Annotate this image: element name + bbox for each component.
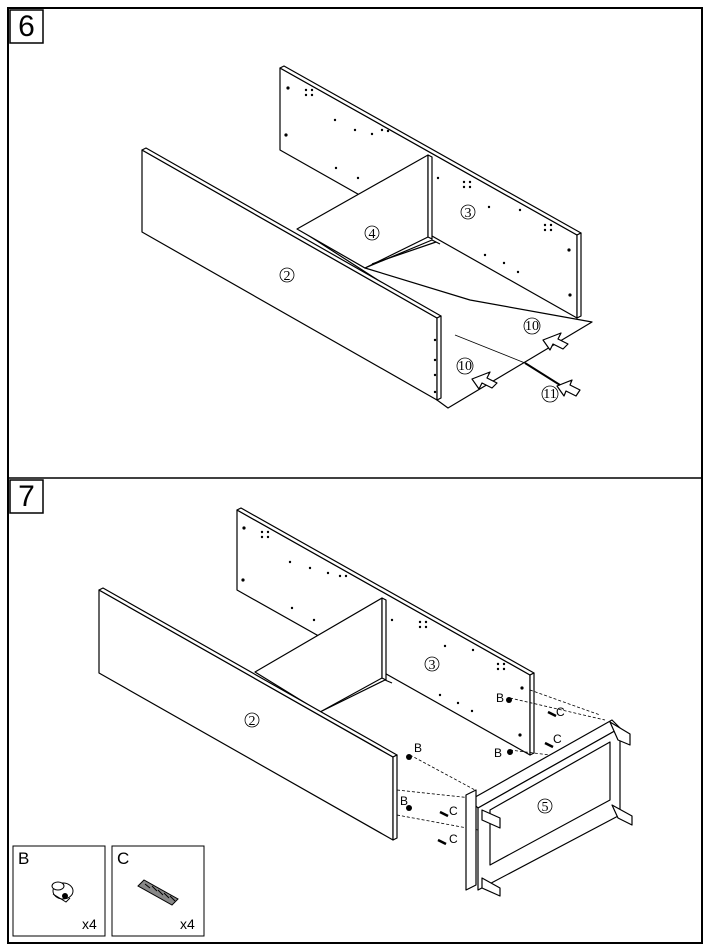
step-6-box [9,9,44,44]
arrow-10a [471,371,498,390]
label-c-1: C [556,705,565,719]
hardware-c-quantity: x4 [180,916,195,932]
label-c-4: C [449,832,458,846]
label-part-3: 3 [465,206,472,221]
step-7-labels: 2 3 5 B B B B C C C C [249,658,566,846]
step-6-number: 6 [18,10,35,43]
label-b-4: B [400,794,408,808]
arrow-11 [556,379,581,397]
hardware-b-letter: B [18,849,30,868]
step-7-box [9,479,44,514]
step-6-illustration [141,65,593,409]
label-b-1: B [496,691,504,705]
hardware-box-b [12,845,106,937]
hardware-c-letter: C [117,849,130,868]
cam-lock-icon [51,881,74,903]
label-c-2: C [553,732,562,746]
step-6-labels: 2 3 4 10 10 11 [284,206,557,402]
hardware-box-c [111,845,205,937]
hardware-b-quantity: x4 [82,916,97,932]
label-part-11: 11 [543,387,556,402]
label-c-3: C [449,804,458,818]
step-7-illustration [98,507,633,897]
label-part-10a: 10 [458,359,472,374]
label-part-2: 2 [249,714,256,729]
label-part-10b: 10 [525,319,539,334]
sheet-border [7,7,703,944]
wooden-dowel-icon [137,879,179,906]
label-part-5: 5 [542,800,549,815]
label-b-2: B [494,746,502,760]
label-b-3: B [414,741,422,755]
step-7-number: 7 [18,480,35,513]
label-part-3: 3 [429,658,436,673]
label-part-2: 2 [284,269,291,284]
label-part-4: 4 [369,227,376,242]
arrow-10b [542,332,569,351]
